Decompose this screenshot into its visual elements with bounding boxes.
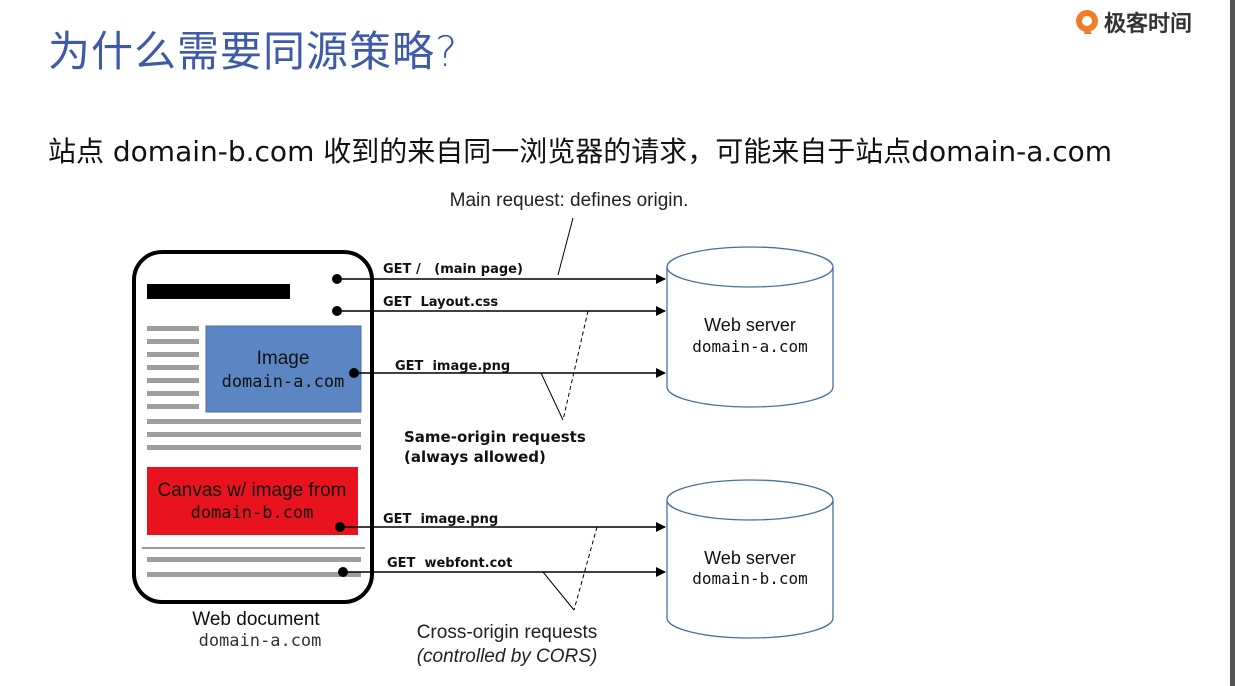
document-header-bar xyxy=(147,284,290,299)
request-label-main-page: GET / (main page) xyxy=(383,262,523,277)
cross-origin-note-line2: (controlled by CORS) xyxy=(417,646,598,667)
page-title: 为什么需要同源策略? xyxy=(48,27,459,76)
request-label-layout-css: GET Layout.css xyxy=(383,295,498,310)
image-box-domain: domain-a.com xyxy=(222,372,345,392)
cross-origin-note-line1: Cross-origin requests xyxy=(417,622,598,643)
server-a-domain: domain-a.com xyxy=(692,337,808,356)
cross-origin-pointers xyxy=(542,526,598,611)
request-arrows xyxy=(337,274,666,577)
web-server-b xyxy=(666,479,834,639)
same-origin-note-line1: Same-origin requests xyxy=(404,428,586,446)
same-origin-pointers xyxy=(540,310,589,421)
brand-name: 极客时间 xyxy=(1104,12,1193,37)
image-box-label: Image xyxy=(257,348,310,369)
main-request-pointer xyxy=(557,217,574,276)
brand-logo: 极客时间 xyxy=(1074,6,1192,38)
web-server-a xyxy=(666,246,834,408)
web-document-frame xyxy=(132,250,374,604)
request-label-webfont: GET webfont.cot xyxy=(387,556,512,571)
canvas-box xyxy=(147,467,358,535)
image-box xyxy=(205,325,362,413)
canvas-box-domain: domain-b.com xyxy=(191,503,314,523)
document-text-lines xyxy=(147,326,361,577)
server-b-domain: domain-b.com xyxy=(692,569,808,588)
same-origin-note-line2: (always allowed) xyxy=(404,448,546,466)
canvas-box-label: Canvas w/ image from xyxy=(157,480,346,501)
request-label-image-b: GET image.png xyxy=(383,512,498,527)
document-label: Web document xyxy=(192,609,320,630)
server-b-label: Web server xyxy=(704,548,796,568)
geektime-logo-icon xyxy=(1076,10,1098,34)
slide-edge xyxy=(1230,0,1235,686)
server-a-label: Web server xyxy=(704,315,796,335)
subtitle: 站点 domain-b.com 收到的来自同一浏览器的请求，可能来自于站点dom… xyxy=(48,135,1113,168)
request-label-image-a: GET image.png xyxy=(395,359,510,374)
document-domain: domain-a.com xyxy=(199,631,322,651)
main-request-note: Main request: defines origin. xyxy=(450,190,689,211)
arrow-origin-dots xyxy=(332,274,359,577)
